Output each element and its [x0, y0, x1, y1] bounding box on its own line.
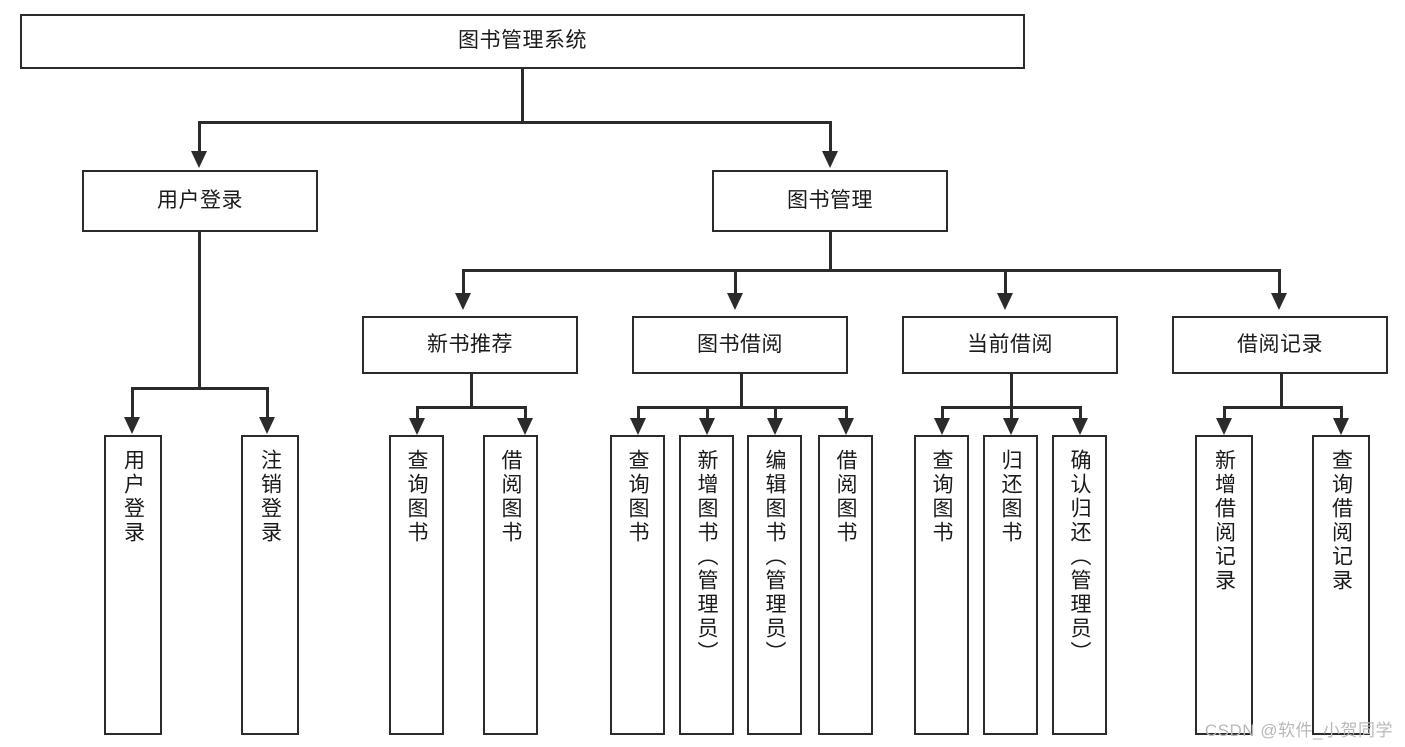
arrowhead-leaf-return-book — [1003, 418, 1019, 435]
connector-recommend-to-leaf-1 — [416, 406, 419, 420]
connector-user-login-to-leaf-1 — [131, 387, 134, 419]
connector-borrow-to-leaf-2 — [706, 406, 709, 420]
node-leaf-user-login[interactable]: 用户登录 — [104, 435, 162, 735]
connector-current-to-leaf-3 — [1079, 406, 1082, 420]
connector-book-manage-bus — [462, 269, 1280, 272]
connector-book-manage-to-current — [1004, 269, 1007, 295]
node-leaf-add-book-label: 新增图书（管理员） — [695, 449, 718, 665]
node-leaf-query-book-1[interactable]: 查询图书 — [389, 435, 444, 735]
node-leaf-add-record-label: 新增借阅记录 — [1212, 449, 1236, 593]
node-leaf-user-logout[interactable]: 注销登录 — [241, 435, 299, 735]
node-book-manage[interactable]: 图书管理 — [712, 170, 948, 232]
connector-borrow-to-leaf-3 — [774, 406, 777, 420]
node-leaf-return-book-label: 归还图书 — [999, 449, 1022, 545]
connector-book-manage-stem — [829, 232, 832, 269]
connector-user-login-bus — [131, 387, 266, 390]
node-new-book-recommend-label: 新书推荐 — [427, 332, 513, 356]
node-leaf-query-book-1-label: 查询图书 — [405, 449, 428, 545]
node-borrow-record-label: 借阅记录 — [1237, 332, 1323, 356]
node-leaf-query-book-3-label: 查询图书 — [930, 449, 953, 545]
arrowhead-leaf-query-book-3 — [934, 418, 950, 435]
node-root[interactable]: 图书管理系统 — [20, 14, 1025, 69]
arrowhead-leaf-query-record — [1333, 418, 1349, 435]
connector-current-to-leaf-1 — [941, 406, 944, 420]
node-leaf-add-book[interactable]: 新增图书（管理员） — [679, 435, 734, 735]
arrowhead-borrow-record — [1271, 293, 1287, 310]
node-user-login-label: 用户登录 — [157, 188, 243, 212]
arrowhead-leaf-user-login — [124, 417, 140, 434]
node-leaf-borrow-book-1-label: 借阅图书 — [499, 449, 522, 545]
arrowhead-book-manage — [822, 151, 838, 168]
csdn-watermark: CSDN @软件_小贺同学 — [1204, 721, 1393, 740]
arrowhead-leaf-borrow-book-2 — [838, 418, 854, 435]
connector-current-stem — [1010, 374, 1013, 406]
connector-book-manage-to-borrow — [734, 269, 737, 295]
node-leaf-confirm-return-label: 确认归还（管理员） — [1068, 449, 1091, 665]
node-leaf-edit-book-label: 编辑图书（管理员） — [763, 449, 786, 665]
node-leaf-user-login-label: 用户登录 — [121, 449, 145, 545]
arrowhead-current-borrow — [997, 293, 1013, 310]
node-book-borrow[interactable]: 图书借阅 — [632, 316, 848, 374]
arrowhead-leaf-add-book — [699, 418, 715, 435]
connector-borrow-to-leaf-1 — [637, 406, 640, 420]
node-borrow-record[interactable]: 借阅记录 — [1172, 316, 1388, 374]
node-book-manage-label: 图书管理 — [787, 188, 873, 212]
connector-borrow-bus — [637, 406, 847, 409]
connector-record-bus — [1223, 406, 1340, 409]
node-leaf-query-book-2[interactable]: 查询图书 — [610, 435, 665, 735]
connector-record-to-leaf-1 — [1223, 406, 1226, 420]
connector-root-to-book-manage — [829, 121, 832, 153]
connector-recommend-to-leaf-2 — [524, 406, 527, 420]
arrowhead-leaf-user-logout — [259, 417, 275, 434]
node-leaf-borrow-book-1[interactable]: 借阅图书 — [483, 435, 538, 735]
arrowhead-leaf-query-book-2 — [630, 418, 646, 435]
node-leaf-confirm-return[interactable]: 确认归还（管理员） — [1052, 435, 1107, 735]
node-leaf-query-book-3[interactable]: 查询图书 — [914, 435, 969, 735]
arrowhead-leaf-confirm-return — [1072, 418, 1088, 435]
node-current-borrow[interactable]: 当前借阅 — [902, 316, 1118, 374]
node-leaf-add-record[interactable]: 新增借阅记录 — [1195, 435, 1253, 735]
connector-user-login-to-leaf-2 — [266, 387, 269, 419]
connector-book-manage-to-record — [1278, 269, 1281, 295]
node-root-label: 图书管理系统 — [458, 29, 587, 53]
connector-borrow-stem — [740, 374, 743, 406]
connector-root-bus — [198, 121, 831, 124]
arrowhead-book-borrow — [727, 293, 743, 310]
connector-root-stem — [521, 69, 524, 121]
connector-user-login-stem — [198, 232, 201, 387]
connector-borrow-to-leaf-4 — [845, 406, 848, 420]
node-user-login[interactable]: 用户登录 — [82, 170, 318, 232]
connector-current-to-leaf-2 — [1010, 406, 1013, 420]
node-leaf-query-record-label: 查询借阅记录 — [1329, 449, 1353, 593]
connector-book-manage-to-recommend — [462, 269, 465, 295]
node-book-borrow-label: 图书借阅 — [697, 332, 783, 356]
arrowhead-leaf-edit-book — [767, 418, 783, 435]
node-new-book-recommend[interactable]: 新书推荐 — [362, 316, 578, 374]
arrowhead-leaf-query-book-1 — [409, 418, 425, 435]
node-leaf-query-record[interactable]: 查询借阅记录 — [1312, 435, 1370, 735]
arrowhead-user-login — [191, 151, 207, 168]
node-leaf-edit-book[interactable]: 编辑图书（管理员） — [747, 435, 802, 735]
node-leaf-borrow-book-2[interactable]: 借阅图书 — [818, 435, 873, 735]
connector-recommend-bus — [416, 406, 524, 409]
arrowhead-new-book-recommend — [455, 293, 471, 310]
node-leaf-borrow-book-2-label: 借阅图书 — [834, 449, 857, 545]
arrowhead-leaf-add-record — [1216, 418, 1232, 435]
connector-record-stem — [1280, 374, 1283, 406]
connector-record-to-leaf-2 — [1340, 406, 1343, 420]
node-leaf-return-book[interactable]: 归还图书 — [983, 435, 1038, 735]
arrowhead-leaf-borrow-book-1 — [517, 418, 533, 435]
connector-recommend-stem — [470, 374, 473, 406]
node-leaf-query-book-2-label: 查询图书 — [626, 449, 649, 545]
node-current-borrow-label: 当前借阅 — [967, 332, 1053, 356]
connector-root-to-user-login — [198, 121, 201, 153]
node-leaf-user-logout-label: 注销登录 — [258, 449, 282, 545]
